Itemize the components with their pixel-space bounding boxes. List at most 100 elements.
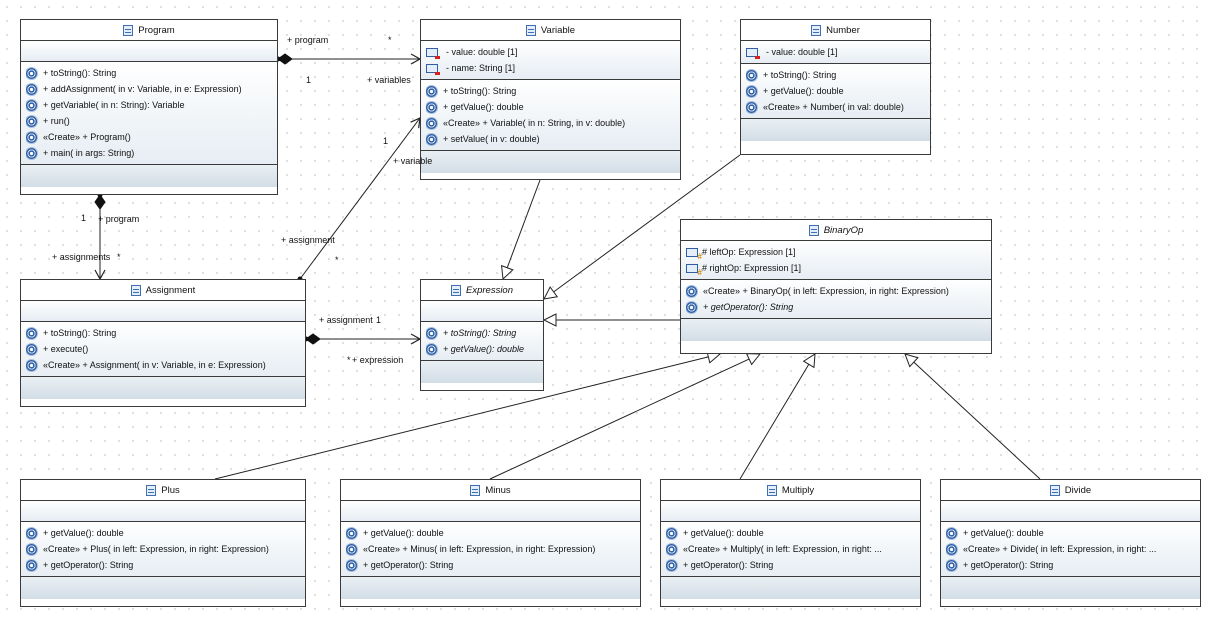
- operation-text: «Create» + BinaryOp( in left: Expression…: [703, 286, 949, 296]
- class-name: Multiply: [781, 484, 815, 496]
- label-program-assignments-tgt-mult: *: [117, 252, 121, 262]
- class-header: Divide: [941, 480, 1200, 501]
- class-name: Assignment: [145, 284, 196, 296]
- attributes-compartment: [341, 501, 640, 522]
- operation-gear-icon: [746, 69, 757, 81]
- operation-row[interactable]: + run(): [26, 113, 277, 129]
- attribute-row[interactable]: # leftOp: Expression [1]: [686, 244, 991, 260]
- label-program-variables-src-mult: 1: [306, 75, 312, 85]
- class-assignment[interactable]: Assignment + toString(): String + execute(…: [20, 279, 306, 407]
- operation-text: + toString(): String: [43, 328, 117, 338]
- operation-row[interactable]: + getValue(): double: [426, 341, 543, 357]
- class-icon: [766, 484, 777, 496]
- operation-row[interactable]: «Create» + Program(): [26, 129, 277, 145]
- operation-gear-icon: [26, 131, 37, 143]
- generalization-arrowhead-number-expression: [543, 286, 559, 300]
- operation-row[interactable]: + toString(): String: [426, 325, 543, 341]
- operation-gear-icon: [426, 101, 437, 113]
- operation-text: + getValue(): double: [763, 86, 844, 96]
- attribute-row[interactable]: # rightOp: Expression [1]: [686, 260, 991, 276]
- class-icon: [123, 24, 134, 36]
- operation-row[interactable]: + getValue(): double: [426, 99, 680, 115]
- operation-gear-icon: [26, 343, 37, 355]
- class-expression[interactable]: Expression+ toString(): String+ getValue…: [420, 279, 544, 391]
- operation-row[interactable]: + getOperator(): String: [346, 557, 640, 573]
- operation-gear-icon: [686, 285, 697, 297]
- operation-row[interactable]: + getValue(): double: [346, 525, 640, 541]
- operations-compartment: + toString(): String + execute()«Create» …: [21, 322, 305, 377]
- operation-gear-icon: [426, 85, 437, 97]
- operation-row[interactable]: «Create» + Minus( in left: Expression, i…: [346, 541, 640, 557]
- operation-gear-icon: [746, 101, 757, 113]
- class-program[interactable]: Program + toString(): String+ addAssignme…: [20, 19, 278, 195]
- operation-text: + getVariable( in n: String): Variable: [43, 100, 185, 110]
- operation-row[interactable]: «Create» + BinaryOp( in left: Expression…: [686, 283, 991, 299]
- class-plus[interactable]: Plus+ getValue(): double«Create» + Plus(…: [20, 479, 306, 607]
- operation-row[interactable]: + main( in args: String): [26, 145, 277, 161]
- attribute-row[interactable]: - value: double [1]: [746, 44, 930, 60]
- operation-row[interactable]: + toString(): String: [746, 67, 930, 83]
- attributes-compartment: - value: double [1]: [741, 41, 930, 64]
- class-icon: [451, 284, 461, 296]
- operation-row[interactable]: «Create» + Multiply( in left: Expression…: [666, 541, 920, 557]
- class-minus[interactable]: Minus + getValue(): double«Create» + Minu…: [340, 479, 641, 607]
- empty-compartment: [421, 151, 680, 173]
- class-icon: [146, 484, 157, 496]
- operation-row[interactable]: + getOperator(): String: [946, 557, 1200, 573]
- class-divide[interactable]: Divide + getValue(): double «Create» + Div…: [940, 479, 1201, 607]
- label-program-variables-src-role: + program: [287, 35, 329, 45]
- attributes-compartment: [661, 501, 920, 522]
- label-assignment-expression-src-role: + assignment: [319, 315, 373, 325]
- operation-row[interactable]: «Create» + Number( in val: double): [746, 99, 930, 115]
- operation-text: + getValue(): double: [683, 528, 764, 538]
- label-assignment-variable-src-role: + assignment: [281, 235, 335, 245]
- operation-gear-icon: [946, 543, 957, 555]
- operation-row[interactable]: + getOperator(): String: [26, 557, 305, 573]
- operation-row[interactable]: + execute(): [26, 341, 305, 357]
- operation-text: + getValue(): double: [963, 528, 1044, 538]
- operation-gear-icon: [26, 527, 37, 539]
- operation-gear-icon: [26, 99, 37, 111]
- operation-gear-icon: [946, 559, 957, 571]
- protected-attribute-icon: [686, 247, 702, 260]
- operation-row[interactable]: + toString(): String: [26, 325, 305, 341]
- operation-row[interactable]: «Create» + Variable( in n: String, in v:…: [426, 115, 680, 131]
- operation-row[interactable]: + getValue(): double: [666, 525, 920, 541]
- attribute-row[interactable]: - value: double [1]: [426, 44, 680, 60]
- operation-row[interactable]: + getOperator(): String: [686, 299, 991, 315]
- operations-compartment: + toString(): String + getValue(): double…: [741, 64, 930, 119]
- operations-compartment: + toString(): String+ getValue(): double…: [421, 80, 680, 151]
- operation-gear-icon: [346, 543, 357, 555]
- operation-text: + getOperator(): String: [363, 560, 454, 570]
- operation-row[interactable]: + toString(): String: [26, 65, 277, 81]
- attribute-row[interactable]: - name: String [1]: [426, 60, 680, 76]
- label-assignment-expression-src-mult: 1: [376, 315, 382, 325]
- generalization-line-number-expression: [553, 154, 741, 293]
- class-variable[interactable]: Variable- value: double [1]- name: Strin…: [420, 19, 681, 180]
- label-program-variables-tgt-role: + variables: [367, 75, 411, 85]
- operations-compartment: «Create» + BinaryOp( in left: Expression…: [681, 280, 991, 319]
- operation-row[interactable]: + toString(): String: [426, 83, 680, 99]
- class-name: Program: [138, 24, 175, 36]
- class-header: Minus: [341, 480, 640, 501]
- operation-row[interactable]: + getValue(): double: [946, 525, 1200, 541]
- private-attribute-icon: [426, 47, 440, 59]
- class-number[interactable]: Number- value: double [1]+ toString(): S…: [740, 19, 931, 155]
- empty-compartment: [341, 577, 640, 599]
- operation-text: «Create» + Number( in val: double): [763, 102, 904, 112]
- operation-text: + toString(): String: [763, 70, 837, 80]
- operation-text: «Create» + Divide( in left: Expression, …: [963, 544, 1157, 554]
- operation-gear-icon: [26, 147, 37, 159]
- operation-row[interactable]: «Create» + Divide( in left: Expression, …: [946, 541, 1200, 557]
- operation-row[interactable]: + getVariable( in n: String): Variable: [26, 97, 277, 113]
- attributes-compartment: [21, 301, 305, 322]
- class-binaryop[interactable]: BinaryOp# leftOp: Expression [1]# rightO…: [680, 219, 992, 354]
- operation-row[interactable]: + getOperator(): String: [666, 557, 920, 573]
- operation-row[interactable]: + addAssignment( in v: Variable, in e: E…: [26, 81, 277, 97]
- operation-row[interactable]: + setValue( in v: double): [426, 131, 680, 147]
- class-multiply[interactable]: Multiply + getValue(): double «Create» + M…: [660, 479, 921, 607]
- operation-row[interactable]: + getValue(): double: [26, 525, 305, 541]
- operation-row[interactable]: «Create» + Plus( in left: Expression, in…: [26, 541, 305, 557]
- operation-row[interactable]: + getValue(): double: [746, 83, 930, 99]
- operation-row[interactable]: «Create» + Assignment( in v: Variable, i…: [26, 357, 305, 373]
